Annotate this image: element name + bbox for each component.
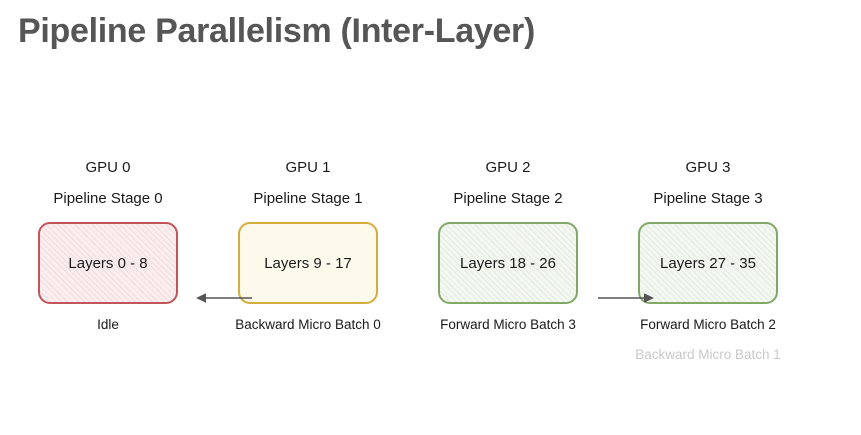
layer-box-gpu-3[interactable]: Layers 27 - 35: [638, 222, 778, 304]
status-label-2: Forward Micro Batch 3: [440, 317, 576, 332]
status-label-1: Backward Micro Batch 0: [235, 317, 381, 332]
gpu-label-1: GPU 1: [285, 159, 331, 176]
stage-label-1: Pipeline Stage 1: [253, 190, 363, 207]
layer-range-3: Layers 27 - 35: [660, 254, 756, 272]
stage-label-0: Pipeline Stage 0: [53, 190, 163, 207]
stage-column-gpu-2: GPU 2 Pipeline Stage 2 Layers 18 - 26 Fo…: [408, 160, 608, 334]
layer-range-1: Layers 9 - 17: [264, 254, 352, 272]
arrow-backward-gpu1-to-gpu0: [194, 288, 254, 308]
status-label-0: Idle: [97, 317, 119, 332]
gpu-label-3: GPU 3: [685, 159, 731, 176]
stage-column-gpu-1: GPU 1 Pipeline Stage 1 Layers 9 - 17 Bac…: [208, 160, 408, 334]
stage-column-gpu-3: GPU 3 Pipeline Stage 3 Layers 27 - 35 Fo…: [608, 160, 808, 364]
layer-range-0: Layers 0 - 8: [68, 254, 148, 272]
status-label-3-secondary: Backward Micro Batch 1: [635, 347, 781, 363]
stage-label-3: Pipeline Stage 3: [653, 190, 763, 207]
status-label-3: Forward Micro Batch 2: [640, 317, 776, 332]
layer-range-2: Layers 18 - 26: [460, 254, 556, 272]
gpu-label-0: GPU 0: [85, 159, 131, 176]
page-title: Pipeline Parallelism (Inter-Layer): [18, 12, 535, 50]
stage-column-gpu-0: GPU 0 Pipeline Stage 0 Layers 0 - 8 Idle: [8, 160, 208, 334]
stage-label-2: Pipeline Stage 2: [453, 190, 563, 207]
pipeline-diagram: GPU 0 Pipeline Stage 0 Layers 0 - 8 Idle…: [0, 160, 861, 364]
gpu-label-2: GPU 2: [485, 159, 531, 176]
layer-box-gpu-2[interactable]: Layers 18 - 26: [438, 222, 578, 304]
layer-box-gpu-1[interactable]: Layers 9 - 17: [238, 222, 378, 304]
layer-box-gpu-0[interactable]: Layers 0 - 8: [38, 222, 178, 304]
